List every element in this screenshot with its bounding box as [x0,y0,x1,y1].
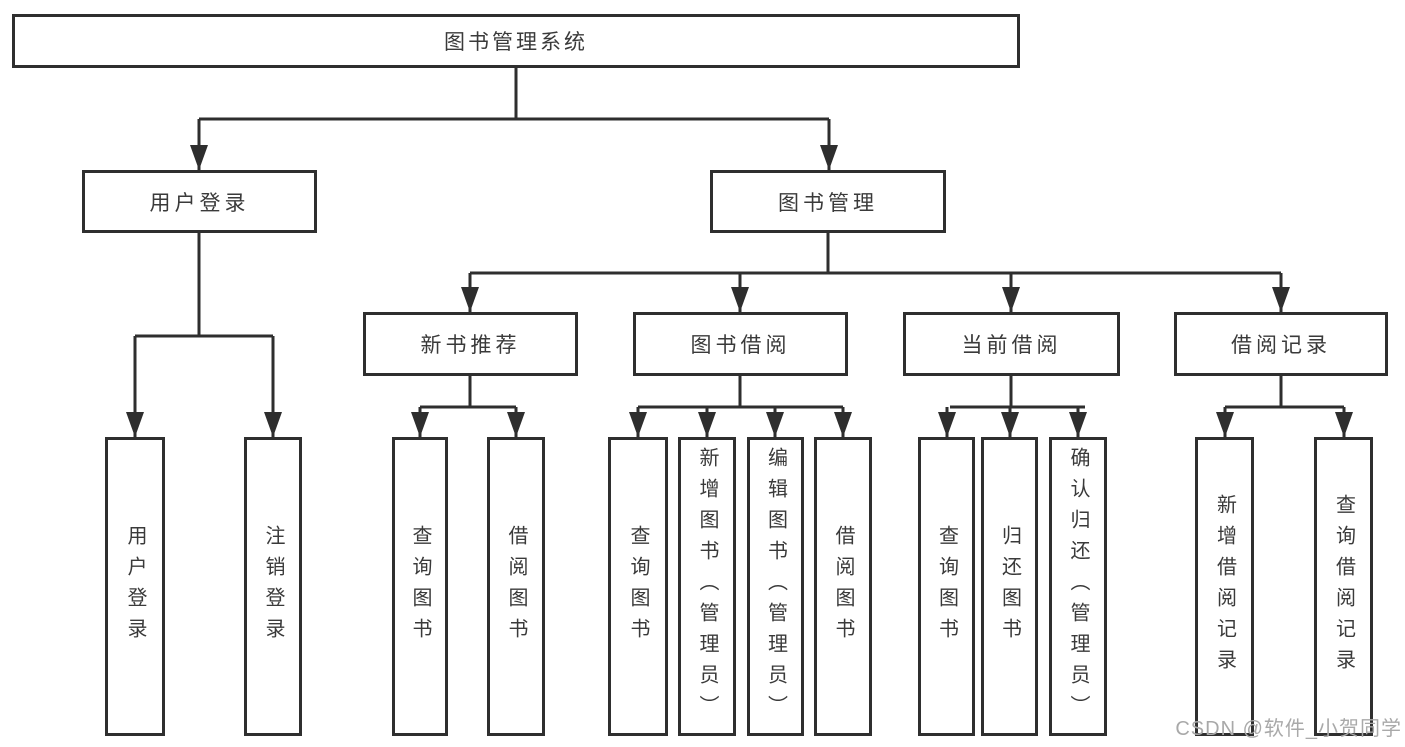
leaf-logout: 注销登录 [244,437,302,736]
node-label: 图书管理系统 [444,31,588,54]
node-label: 图书管理 [778,191,878,215]
leaf-query-books-borrowing: 查询图书 [608,437,668,736]
node-label: 用户登录 [149,191,250,215]
leaf-edit-books-admin: 编辑图书（管理员） [747,437,804,736]
leaf-label: 查询图书 [935,524,958,649]
leaf-borrow-books-borrowing: 借阅图书 [814,437,872,736]
node-current-borrowing: 当前借阅 [903,312,1120,376]
leaf-add-books-admin: 新增图书（管理员） [678,437,736,736]
leaf-query-books-current: 查询图书 [918,437,975,736]
leaf-label: 编辑图书（管理员） [764,447,787,726]
leaf-borrow-books-newbooks: 借阅图书 [487,437,545,736]
leaf-label: 归还图书 [998,524,1021,649]
leaf-label: 查询图书 [627,524,649,649]
leaf-query-books-newbooks: 查询图书 [392,437,448,736]
leaf-label: 查询图书 [409,524,431,649]
leaf-label: 查询借阅记录 [1332,493,1355,680]
leaf-label: 注销登录 [262,524,284,649]
node-new-book-recommend: 新书推荐 [363,312,578,376]
node-borrow-records: 借阅记录 [1174,312,1388,376]
node-label: 借阅记录 [1231,334,1331,357]
leaf-return-books: 归还图书 [981,437,1038,736]
leaf-confirm-return-admin: 确认归还（管理员） [1049,437,1107,736]
leaf-user-login: 用户登录 [105,437,165,736]
leaf-label: 用户登录 [124,524,146,649]
leaf-label: 新增图书（管理员） [696,447,718,726]
node-label: 当前借阅 [961,334,1062,357]
leaf-label: 确认归还（管理员） [1067,447,1089,726]
node-book-borrowing: 图书借阅 [633,312,848,376]
node-book-management: 图书管理 [710,170,946,233]
node-user-login: 用户登录 [82,170,317,233]
node-label: 新书推荐 [420,334,521,357]
leaf-label: 新增借阅记录 [1213,493,1236,680]
csdn-watermark: CSDN @软件_小贺同学 [1175,718,1402,740]
leaf-label: 借阅图书 [832,524,854,649]
node-label: 图书借阅 [690,334,791,357]
leaf-label: 借阅图书 [505,524,527,649]
leaf-add-borrow-record: 新增借阅记录 [1195,437,1254,736]
node-library-management-system: 图书管理系统 [12,14,1020,68]
leaf-query-borrow-record: 查询借阅记录 [1314,437,1373,736]
